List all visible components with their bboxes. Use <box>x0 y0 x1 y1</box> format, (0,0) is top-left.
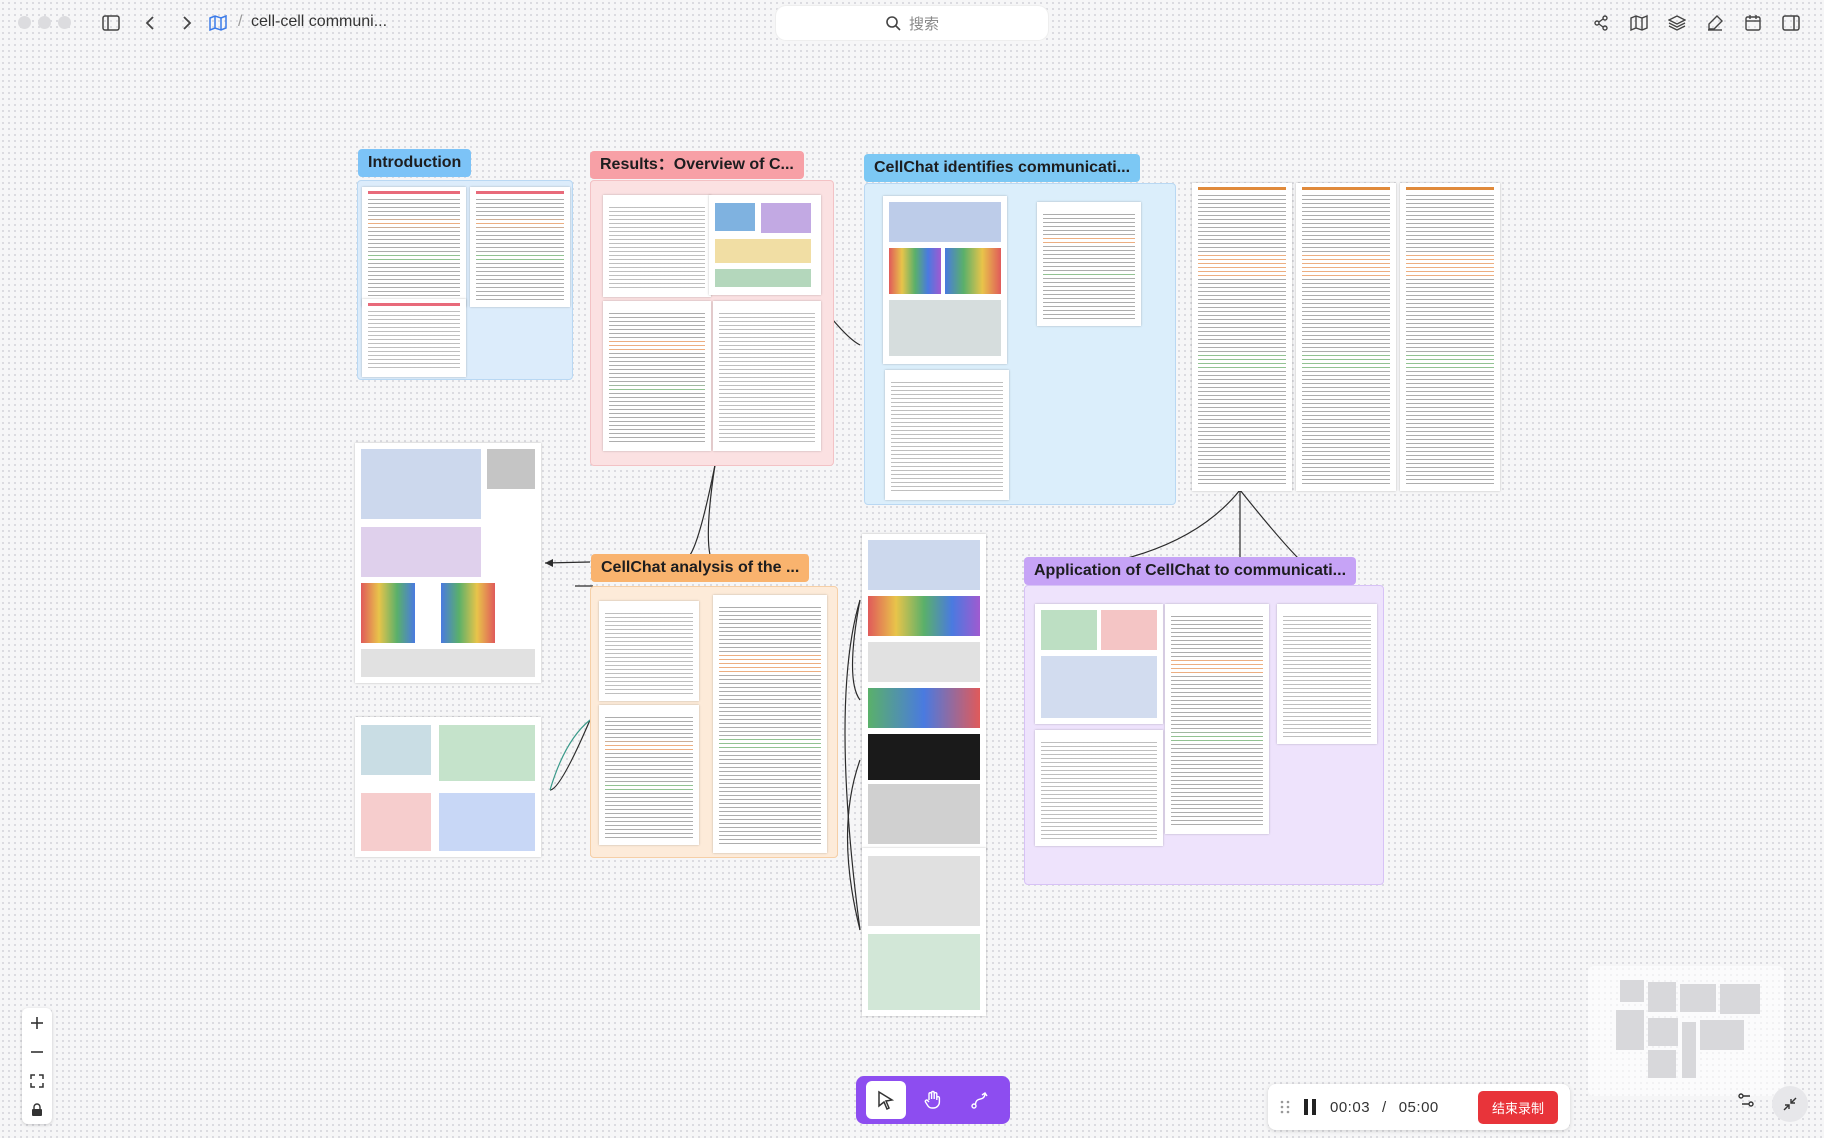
search-placeholder: 搜索 <box>908 15 939 33</box>
analysis-page-1[interactable] <box>599 601 699 701</box>
hand-icon <box>924 1090 941 1109</box>
share-icon[interactable] <box>1590 12 1612 34</box>
highlighter-icon[interactable] <box>1704 12 1726 34</box>
elapsed-time: 00:03 <box>1330 1098 1371 1116</box>
recording-bar: 00:03 / 05:00 结束录制 <box>1268 1084 1570 1130</box>
route-icon[interactable] <box>1738 1092 1754 1108</box>
identifies-page-2[interactable] <box>885 370 1009 500</box>
search-box[interactable]: 搜索 <box>776 6 1048 40</box>
results-figure-1[interactable] <box>709 195 821 295</box>
left-figure-2[interactable] <box>355 717 541 857</box>
identifies-group[interactable] <box>864 183 1176 505</box>
analysis-page-2[interactable] <box>713 595 827 853</box>
breadcrumb-separator: / <box>238 13 243 30</box>
lock-icon[interactable] <box>22 1095 52 1124</box>
zoom-in-icon[interactable] <box>22 1008 52 1037</box>
introduction-group[interactable] <box>357 180 573 380</box>
map-doc-icon <box>207 12 229 34</box>
intro-page-3[interactable] <box>362 299 466 377</box>
results-page-3[interactable] <box>713 301 821 451</box>
application-group[interactable] <box>1024 585 1384 885</box>
results-title[interactable]: Results：Overview of C... <box>590 151 804 179</box>
middle-figure-2[interactable] <box>862 848 986 1016</box>
sidebar-toggle-icon[interactable] <box>100 12 122 34</box>
introduction-title[interactable]: Introduction <box>358 149 472 177</box>
zoom-window-button[interactable] <box>58 16 71 29</box>
results-page-2[interactable] <box>603 301 711 451</box>
application-title[interactable]: Application of CellChat to communicati..… <box>1024 557 1357 585</box>
standalone-page-1[interactable] <box>1192 183 1292 491</box>
analysis-title[interactable]: CellChat analysis of the ... <box>591 554 810 582</box>
end-recording-button[interactable]: 结束录制 <box>1477 1090 1558 1124</box>
identifies-figure-1[interactable] <box>883 196 1007 364</box>
identifies-page-1[interactable] <box>1037 202 1141 326</box>
document-title[interactable]: cell-cell communi... <box>251 13 388 30</box>
intro-page-2[interactable] <box>470 187 570 307</box>
fit-screen-icon[interactable] <box>22 1066 52 1095</box>
left-figure-1[interactable] <box>355 443 541 683</box>
middle-figure-1[interactable] <box>862 534 986 852</box>
connector-icon <box>971 1092 988 1109</box>
minimap[interactable] <box>1588 966 1784 1096</box>
select-tool-button[interactable] <box>865 1081 906 1119</box>
right-panel-icon[interactable] <box>1780 12 1802 34</box>
standalone-page-2[interactable] <box>1296 183 1396 491</box>
application-figure-1[interactable] <box>1035 604 1163 724</box>
total-time: 05:00 <box>1398 1098 1439 1116</box>
collapse-minimap-button[interactable] <box>1772 1086 1808 1122</box>
analysis-group[interactable] <box>590 586 838 858</box>
results-group[interactable] <box>590 180 834 466</box>
bottom-toolbar <box>856 1076 1010 1124</box>
back-icon[interactable] <box>139 12 161 34</box>
results-page-1[interactable] <box>603 195 711 297</box>
minimize-window-button[interactable] <box>38 16 51 29</box>
collapse-icon <box>1783 1097 1797 1111</box>
zoom-controls <box>22 1008 52 1124</box>
connector-tool-button[interactable] <box>960 1081 1000 1119</box>
search-icon <box>886 16 901 31</box>
hand-tool-button[interactable] <box>913 1081 953 1119</box>
drag-handle-icon[interactable] <box>1280 1099 1290 1115</box>
identifies-title[interactable]: CellChat identifies communicati... <box>864 154 1141 182</box>
intro-page-1[interactable] <box>362 187 466 307</box>
application-page-2[interactable] <box>1277 604 1377 744</box>
map-icon[interactable] <box>1628 12 1650 34</box>
zoom-out-icon[interactable] <box>22 1037 52 1066</box>
forward-icon[interactable] <box>176 12 198 34</box>
close-window-button[interactable] <box>18 16 31 29</box>
application-page-3[interactable] <box>1035 730 1163 846</box>
time-separator: / <box>1382 1098 1387 1116</box>
layers-icon[interactable] <box>1666 12 1688 34</box>
standalone-page-3[interactable] <box>1400 183 1500 491</box>
analysis-page-3[interactable] <box>599 705 699 845</box>
calendar-icon[interactable] <box>1742 12 1764 34</box>
application-page-1[interactable] <box>1165 604 1269 834</box>
pause-icon[interactable] <box>1302 1098 1318 1116</box>
cursor-icon <box>877 1090 894 1110</box>
